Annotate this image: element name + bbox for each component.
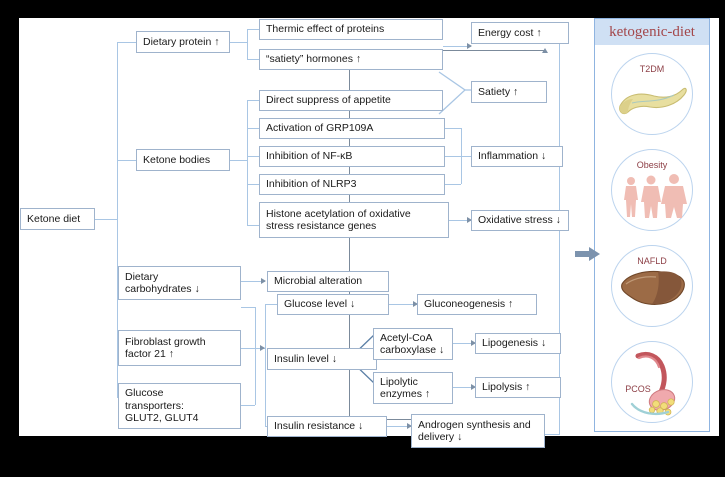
connector-androgen-to-bracket bbox=[543, 434, 560, 435]
node-dietary-carbohydrates[interactable]: Dietary carbohydrates ↓ bbox=[118, 266, 241, 300]
node-insulin-resistance[interactable]: Insulin resistance ↓ bbox=[267, 416, 387, 437]
connector-to-dietary-protein bbox=[117, 42, 136, 43]
connector-glucose-gluconeo bbox=[389, 304, 417, 305]
connector-left3-bracket bbox=[255, 307, 256, 405]
arrow-glucose-gluconeo bbox=[413, 301, 418, 307]
node-inflammation[interactable]: Inflammation ↓ bbox=[471, 146, 563, 167]
connector-dp-thermic bbox=[247, 29, 259, 30]
connector-dp-out bbox=[230, 42, 247, 43]
disease-card-t2dm[interactable]: T2DM bbox=[611, 53, 693, 135]
connector-kb-nlrp3 bbox=[247, 184, 259, 185]
connector-fgf21-out bbox=[241, 348, 265, 349]
arrow-acetyl-lipogenesis bbox=[471, 340, 476, 346]
node-gluconeogenesis[interactable]: Gluconeogenesis ↑ bbox=[417, 294, 537, 315]
connector-root-spine bbox=[117, 42, 118, 397]
disease-label-t2dm: T2DM bbox=[639, 64, 665, 74]
connector-lower-spine bbox=[117, 271, 118, 397]
connector-to-glucose-level bbox=[265, 304, 277, 305]
arrow-resistance-androgen bbox=[407, 423, 412, 429]
arrow-gluconeo-energy bbox=[542, 48, 548, 53]
panel-title: ketogenic-diet bbox=[609, 23, 695, 40]
connector-kb-grp109a bbox=[247, 128, 259, 129]
connector-kb-bracket bbox=[247, 100, 248, 225]
node-acetyl-coa-carboxylase[interactable]: Acetyl-CoA carboxylase ↓ bbox=[373, 328, 453, 360]
connector-carbs-down bbox=[241, 307, 255, 308]
connector-histone-oxid bbox=[449, 220, 471, 221]
connector-glc-bracket bbox=[265, 304, 266, 426]
node-thermic-effect[interactable]: Thermic effect of proteins bbox=[259, 19, 443, 40]
connector-dp-bracket bbox=[247, 29, 248, 59]
connector-kb-direct bbox=[247, 100, 259, 101]
connector-kb-histone bbox=[247, 225, 259, 226]
arrow-carbs-microbial bbox=[261, 278, 266, 284]
connector-thermic-energy bbox=[443, 46, 471, 47]
connector-to-inflammation bbox=[445, 156, 471, 157]
connector-kb-nfkb bbox=[247, 156, 259, 157]
node-direct-suppress-appetite[interactable]: Direct suppress of appetite bbox=[259, 90, 443, 111]
diagram-canvas: Ketone diet Dietary protein ↑ Ketone bod… bbox=[19, 18, 719, 448]
node-glucose-transporters[interactable]: Glucose transporters: GLUT2, GLUT4 bbox=[118, 383, 241, 429]
connector-grp-right bbox=[445, 128, 461, 129]
node-oxidative-stress[interactable]: Oxidative stress ↓ bbox=[471, 210, 569, 231]
connector-to-ketone-bodies bbox=[117, 160, 136, 161]
disease-card-obesity[interactable]: Obesity bbox=[611, 149, 693, 231]
node-lipolysis[interactable]: Lipolysis ↑ bbox=[475, 377, 561, 398]
node-histone-acetylation[interactable]: Histone acetylation of oxidative stress … bbox=[259, 202, 449, 238]
node-activation-grp109a[interactable]: Activation of GRP109A bbox=[259, 118, 445, 139]
disease-label-pcos: PCOS bbox=[625, 384, 651, 394]
node-ketone-bodies[interactable]: Ketone bodies bbox=[136, 149, 230, 171]
connector-root-out bbox=[95, 219, 117, 220]
disease-card-nafld[interactable]: NAFLD bbox=[611, 245, 693, 327]
connector-carbs-microbial bbox=[241, 281, 265, 282]
disease-label-obesity: Obesity bbox=[636, 160, 668, 170]
connector-kb-out bbox=[230, 160, 247, 161]
connector-panel-bracket bbox=[559, 40, 560, 434]
node-glucose-level[interactable]: Glucose level ↓ bbox=[277, 294, 389, 315]
node-satiety[interactable]: Satiety ↑ bbox=[471, 81, 547, 103]
outcomes-panel: ketogenic-diet T2DM Obesity bbox=[594, 18, 710, 432]
connector-lipolytic-lipolysis bbox=[453, 387, 475, 388]
node-insulin-level[interactable]: Insulin level ↓ bbox=[267, 348, 377, 370]
disease-card-pcos[interactable]: PCOS bbox=[611, 341, 693, 423]
node-inhibition-nlrp3[interactable]: Inhibition of NLRP3 bbox=[259, 174, 445, 195]
arrow-histone-oxid bbox=[467, 217, 472, 223]
body-shapes-icon bbox=[624, 174, 687, 218]
arrow-lipolytic-lipolysis bbox=[471, 384, 476, 390]
node-ketone-diet[interactable]: Ketone diet bbox=[20, 208, 95, 230]
node-fgf21[interactable]: Fibroblast growth factor 21 ↑ bbox=[118, 330, 241, 366]
node-inhibition-nfkb[interactable]: Inhibition of NF-κB bbox=[259, 146, 445, 167]
right-arrow-icon bbox=[575, 247, 600, 261]
connector-acetyl-lipogenesis bbox=[453, 343, 475, 344]
connector-dp-satiety-horm bbox=[247, 59, 259, 60]
pancreas-icon bbox=[619, 87, 687, 115]
connector-resistance-androgen bbox=[387, 426, 411, 427]
connector-nlrp3-right bbox=[445, 184, 461, 185]
node-androgen-synthesis[interactable]: Androgen synthesis and delivery ↓ bbox=[411, 414, 545, 448]
arrow-fgf21-out bbox=[260, 345, 265, 351]
node-satiety-hormones[interactable]: “satiety” hormones ↑ bbox=[259, 49, 443, 70]
liver-icon bbox=[621, 270, 685, 305]
node-lipolytic-enzymes[interactable]: Lipolytic enzymes ↑ bbox=[373, 372, 453, 404]
node-lipogenesis[interactable]: Lipogenesis ↓ bbox=[475, 333, 561, 354]
node-microbial-alteration[interactable]: Microbial alteration bbox=[267, 271, 389, 292]
node-dietary-protein[interactable]: Dietary protein ↑ bbox=[136, 31, 230, 53]
disease-label-nafld: NAFLD bbox=[637, 256, 667, 266]
connector-glut-up bbox=[241, 405, 255, 406]
panel-header: ketogenic-diet bbox=[595, 19, 709, 45]
arrow-thermic-energy bbox=[467, 43, 472, 49]
ovary-icon bbox=[630, 351, 676, 416]
node-energy-cost[interactable]: Energy cost ↑ bbox=[471, 22, 569, 44]
